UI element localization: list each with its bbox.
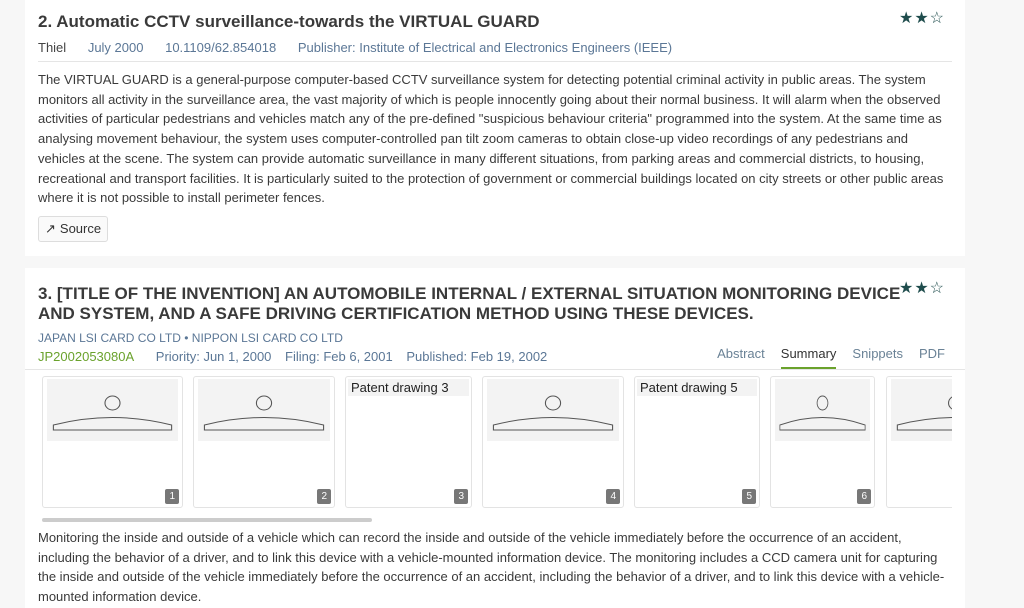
- tab-summary[interactable]: Summary: [781, 346, 837, 369]
- thumbnail-number: 5: [742, 489, 756, 504]
- tab-pdf[interactable]: PDF: [919, 346, 945, 369]
- view-tabs: Abstract Summary Snippets PDF: [717, 346, 945, 369]
- result-title[interactable]: 3. [TITLE OF THE INVENTION] AN AUTOMOBIL…: [38, 268, 908, 324]
- thumbnail-number: 2: [317, 489, 331, 504]
- patent-drawing-image: [775, 379, 870, 441]
- published-date: Published: Feb 19, 2002: [406, 349, 547, 364]
- thumbnail-7[interactable]: 7: [886, 376, 952, 508]
- result-card-2: ★★☆ 2. Automatic CCTV surveillance-towar…: [25, 0, 965, 256]
- thumbnail-number: 1: [165, 489, 179, 504]
- broken-image-alt: Patent drawing 5: [637, 379, 757, 396]
- drawing-thumbnails: 1 2 Patent drawing 3 3 4 Patent drawing 5 5 67: [42, 376, 952, 510]
- result-card-3: ★★☆ 3. [TITLE OF THE INVENTION] AN AUTOM…: [25, 268, 965, 608]
- thumbnail-4[interactable]: 4: [482, 376, 624, 508]
- publisher: Publisher: Institute of Electrical and E…: [298, 40, 672, 55]
- broken-image-alt: Patent drawing 3: [348, 379, 469, 396]
- doi[interactable]: 10.1109/62.854018: [165, 40, 276, 55]
- source-label: Source: [60, 221, 101, 236]
- thumbnail-6[interactable]: 6: [770, 376, 875, 508]
- thumbnail-number: 3: [454, 489, 468, 504]
- horizontal-scrollbar[interactable]: [42, 518, 372, 522]
- patent-id[interactable]: JP2002053080A: [38, 349, 134, 364]
- rating-stars[interactable]: ★★☆: [899, 278, 945, 298]
- thumbnail-3[interactable]: Patent drawing 3 3: [345, 376, 472, 508]
- result-title[interactable]: 2. Automatic CCTV surveillance-towards t…: [38, 0, 952, 32]
- thumbnail-number: 6: [857, 489, 871, 504]
- filing-date: Filing: Feb 6, 2001: [285, 349, 393, 364]
- summary-text: Monitoring the inside and outside of a v…: [38, 528, 952, 607]
- rating-stars[interactable]: ★★☆: [899, 8, 945, 28]
- abstract: The VIRTUAL GUARD is a general-purpose c…: [38, 70, 952, 208]
- thumbnail-2[interactable]: 2: [193, 376, 335, 508]
- tab-abstract[interactable]: Abstract: [717, 346, 765, 369]
- source-button[interactable]: ↗ Source: [38, 216, 108, 242]
- tab-snippets[interactable]: Snippets: [852, 346, 903, 369]
- assignees: JAPAN LSI CARD CO LTD • NIPPON LSI CARD …: [38, 331, 952, 345]
- external-link-icon: ↗: [45, 221, 56, 237]
- thumbnail-1[interactable]: 1: [42, 376, 183, 508]
- patent-drawing-image: [891, 379, 952, 441]
- author[interactable]: Thiel: [38, 40, 66, 55]
- thumbnail-5[interactable]: Patent drawing 5 5: [634, 376, 760, 508]
- patent-drawing-image: [47, 379, 178, 441]
- date: July 2000: [88, 40, 144, 55]
- priority-date: Priority: Jun 1, 2000: [156, 349, 272, 364]
- thumbnail-number: 4: [606, 489, 620, 504]
- patent-drawing-image: [487, 379, 619, 441]
- patent-drawing-image: [198, 379, 330, 441]
